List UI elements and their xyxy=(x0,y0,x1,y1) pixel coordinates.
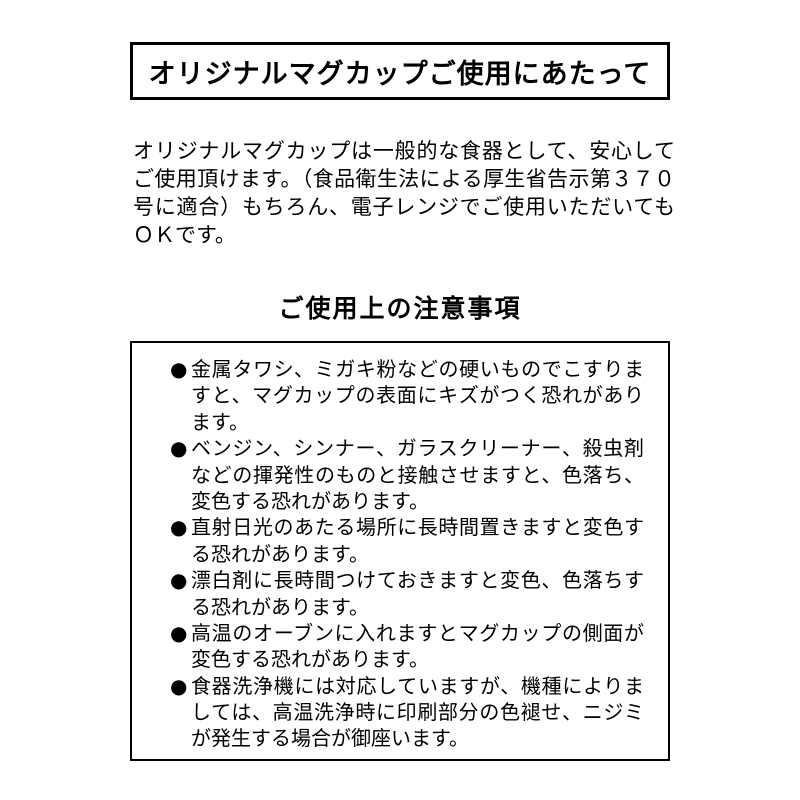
intro-paragraph: オリジナルマグカップは一般的な食器として、安心してご使用頂けます。（食品衛生法に… xyxy=(133,139,675,247)
list-item: ● 直射日光のあたる場所に長時間置きますと変色する恐れがあります。 xyxy=(170,514,644,567)
notice-box: ● 金属タワシ、ミガキ粉などの硬いものでこすりますと、マグカップの表面にキズがつ… xyxy=(130,341,670,761)
list-item-text: 食器洗浄機には対応していますが、機種によりましては、高温洗浄時に印刷部分の色褪せ… xyxy=(191,673,644,751)
list-item: ● 漂白剤に長時間つけておきますと変色、色落ちする恐れがあります。 xyxy=(170,567,644,620)
section-heading: ご使用上の注意事項 xyxy=(278,294,522,323)
list-item-text: 金属タワシ、ミガキ粉などの硬いものでこすりますと、マグカップの表面にキズがつく恐… xyxy=(191,357,644,434)
bullet-icon: ● xyxy=(170,620,188,645)
list-item-text: ベンジン、シンナー、ガラスクリーナー、殺虫剤などの揮発性のものと接触させますと、… xyxy=(191,436,644,513)
list-item-text: 漂白剤に長時間つけておきますと変色、色落ちする恐れがあります。 xyxy=(191,568,644,619)
page-title: オリジナルマグカップご使用にあたって xyxy=(148,58,652,90)
list-item: ● ベンジン、シンナー、ガラスクリーナー、殺虫剤などの揮発性のものと接触させます… xyxy=(170,435,644,514)
bullet-icon: ● xyxy=(170,436,188,461)
bullet-icon: ● xyxy=(170,357,188,381)
list-item: ● 金属タワシ、ミガキ粉などの硬いものでこすりますと、マグカップの表面にキズがつ… xyxy=(170,356,644,435)
bullet-icon: ● xyxy=(170,568,188,593)
bullet-icon: ● xyxy=(170,515,188,540)
list-item-text: 直射日光のあたる場所に長時間置きますと変色する恐れがあります。 xyxy=(191,515,644,566)
title-box: オリジナルマグカップご使用にあたって xyxy=(130,42,670,100)
bullet-icon: ● xyxy=(170,673,188,698)
list-item: ● 食器洗浄機には対応していますが、機種によりましては、高温洗浄時に印刷部分の色… xyxy=(170,673,644,752)
list-item-text: 高温のオーブンに入れますとマグカップの側面が変色する恐れがあります。 xyxy=(191,620,644,672)
list-item: ● 高温のオーブンに入れますとマグカップの側面が変色する恐れがあります。 xyxy=(170,620,644,673)
